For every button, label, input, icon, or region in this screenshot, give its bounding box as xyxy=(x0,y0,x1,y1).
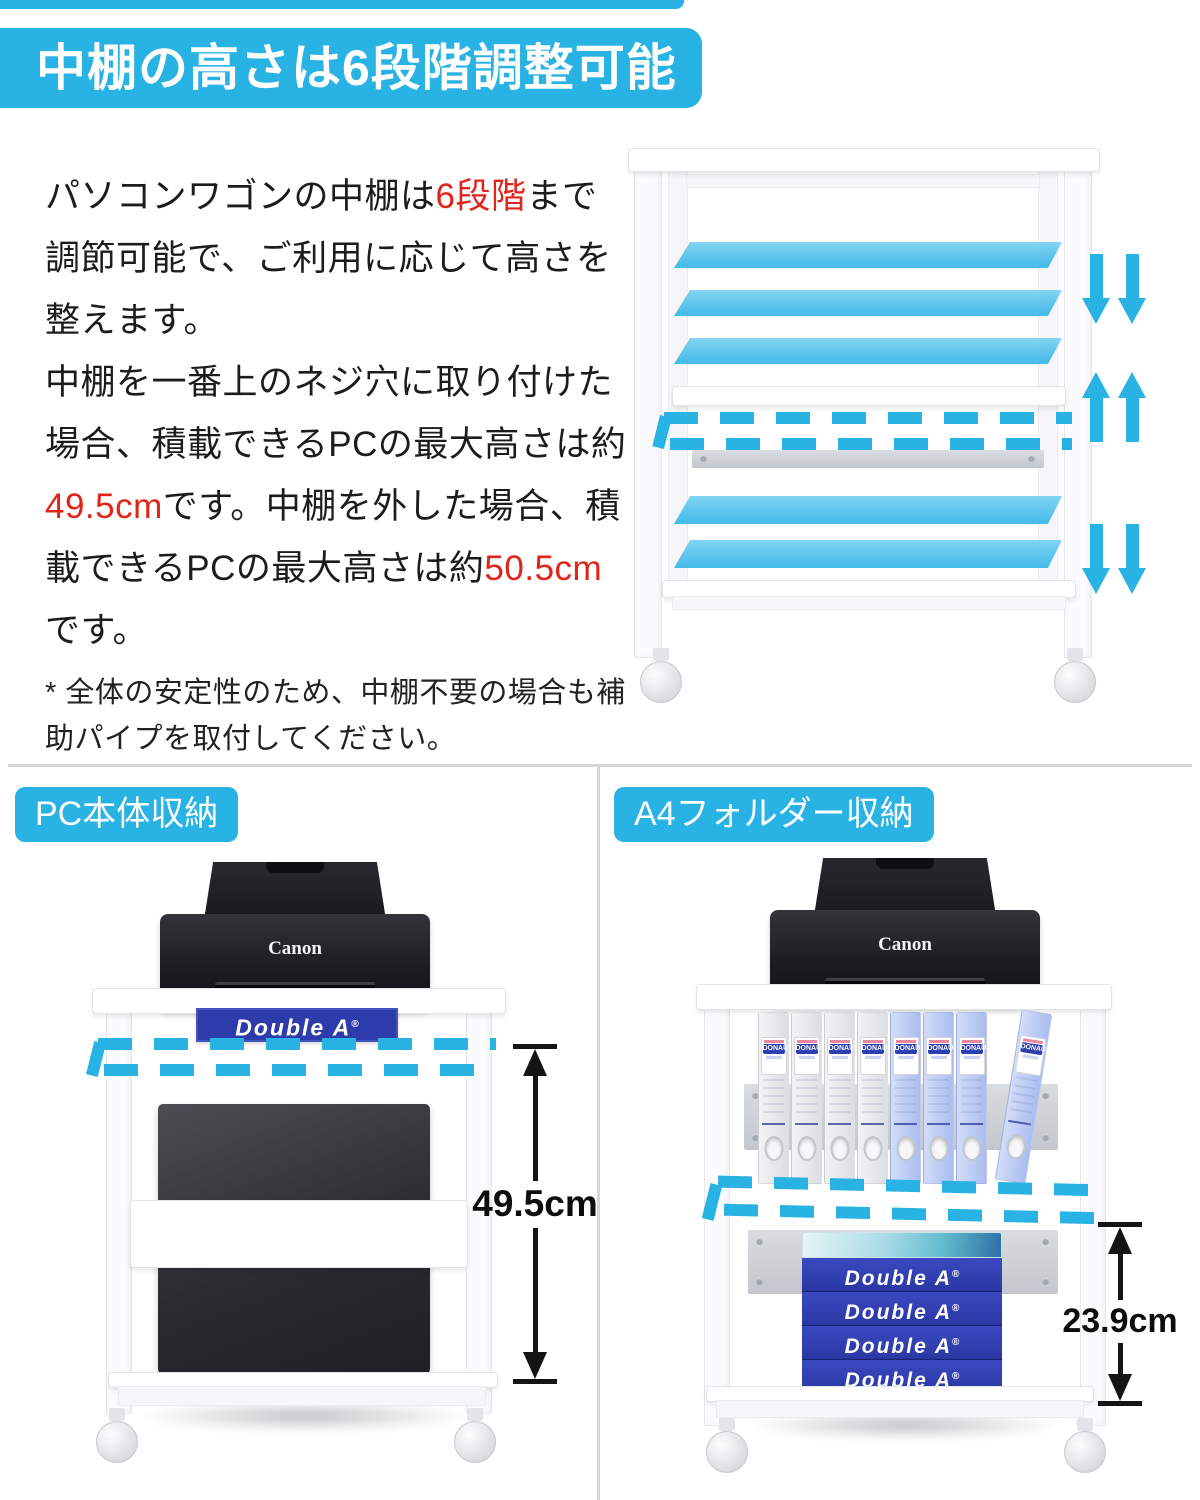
printer-tray-notch xyxy=(876,858,934,869)
removable-shelf-dashed-outline-bottom xyxy=(104,1064,496,1076)
highlight-six-steps: 6段階 xyxy=(435,177,527,216)
caster-right xyxy=(1052,648,1098,703)
registered-mark: ® xyxy=(351,1019,359,1030)
intro-paragraph-1: パソコンワゴンの中棚は6段階まで調節可能で、ご利用に応じて高さを整えます。 xyxy=(45,177,612,340)
shelf-position-3 xyxy=(674,338,1062,364)
middle-shelf-dashed-outline-top xyxy=(664,412,1072,424)
down-arrow-icon xyxy=(1082,524,1110,594)
down-arrow-icon xyxy=(1118,254,1146,324)
binder-5: DONAU xyxy=(890,1012,921,1184)
ream-box-3: Double A® xyxy=(802,1326,1002,1360)
cart-bottom-rail xyxy=(672,596,1066,610)
cart-left-leg xyxy=(106,1012,132,1414)
height-dimension-49-5: 49.5cm xyxy=(472,1044,598,1384)
caster-right xyxy=(1062,1418,1108,1473)
double-a-sign: Double A® xyxy=(196,1008,398,1042)
shelf-position-5 xyxy=(674,540,1062,568)
binder-6: DONAU xyxy=(923,1012,954,1184)
up-arrow-icon xyxy=(1118,372,1146,442)
cart-left-leg xyxy=(634,170,662,658)
intro-paragraph-2: 中棚を一番上のネジ穴に取り付けた場合、積載できるPCの最大高さは約49.5cmで… xyxy=(45,363,627,650)
a4-folder-storage-panel: A4フォルダー収納 Canon DONAU DONAU DONAU DONAU … xyxy=(598,764,1200,1500)
footnote: * 全体の安定性のため、中棚不要の場合も補助パイプを取付してください。 xyxy=(45,677,626,755)
cart-right-leg xyxy=(466,1012,492,1414)
caster-right xyxy=(452,1408,498,1463)
down-arrow-icon xyxy=(1082,254,1110,324)
middle-shelf-dashed-outline-bottom xyxy=(670,438,1072,450)
highlight-50-5cm: 50.5cm xyxy=(484,549,603,588)
removable-shelf-dashed-outline-corner xyxy=(86,1041,106,1077)
top-accent-strip xyxy=(0,0,684,9)
dimension-value: 23.9cm xyxy=(1062,1301,1178,1340)
binder-1: DONAU xyxy=(758,1012,789,1184)
cart-top-rail xyxy=(686,174,1040,188)
cart-bottom-rail xyxy=(716,1400,1084,1418)
ream-box-2: Double A® xyxy=(802,1292,1002,1326)
binder-3: DONAU xyxy=(824,1012,855,1184)
removable-shelf-dashed-outline-top xyxy=(98,1038,496,1050)
ream-box-1: Double A® xyxy=(802,1258,1002,1292)
highlight-49-5cm: 49.5cm xyxy=(45,487,163,526)
paper-ream-stack: Double A® Double A® Double A® Double A® xyxy=(802,1232,1002,1394)
pc-storage-panel: PC本体収納 Canon Double A® 49.5cm xyxy=(0,764,598,1500)
support-pipe xyxy=(692,450,1044,468)
a4-folder-storage-label: A4フォルダー収納 xyxy=(614,787,934,842)
cart-top-surface xyxy=(628,148,1100,172)
printer-brand: Canon xyxy=(268,938,322,959)
section-divider-horizontal xyxy=(8,764,1192,767)
down-arrow-icon xyxy=(1118,524,1146,594)
height-dimension-23-9: 23.9cm xyxy=(1062,1222,1178,1406)
shelf-position-2 xyxy=(674,290,1062,316)
front-rail xyxy=(130,1200,468,1268)
intro-section: パソコンワゴンの中棚は6段階まで調節可能で、ご利用に応じて高さを整えます。 中棚… xyxy=(45,166,627,762)
caster-left xyxy=(704,1418,750,1473)
page-title: 中棚の高さは6段階調整可能 xyxy=(36,40,677,96)
up-arrow-icon xyxy=(1082,372,1110,442)
header-banner: 中棚の高さは6段階調整可能 xyxy=(0,28,702,108)
ream-box-top-face xyxy=(802,1232,1002,1258)
cart-inner-post-left xyxy=(668,170,688,592)
caster-left xyxy=(94,1408,140,1463)
cart-top-surface xyxy=(696,984,1112,1010)
cart-bottom-rail xyxy=(118,1386,486,1406)
printer-brand: Canon xyxy=(878,934,932,955)
removable-shelf-dashed-outline-bottom xyxy=(723,1203,1103,1225)
section-divider-vertical xyxy=(597,764,600,1500)
shelf-position-1 xyxy=(674,242,1062,268)
cart-inner-post-right xyxy=(1038,170,1058,592)
dimension-value: 49.5cm xyxy=(472,1183,598,1225)
binder-7: DONAU xyxy=(956,1012,987,1184)
shelf-position-4 xyxy=(674,496,1062,524)
printer-tray-notch xyxy=(266,862,324,873)
binder-4: DONAU xyxy=(857,1012,888,1184)
shelf-adjustment-illustration xyxy=(600,130,1200,730)
middle-shelf xyxy=(672,386,1066,406)
pc-storage-label: PC本体収納 xyxy=(15,787,239,842)
binder-2: DONAU xyxy=(791,1012,822,1184)
caster-left xyxy=(638,648,684,703)
